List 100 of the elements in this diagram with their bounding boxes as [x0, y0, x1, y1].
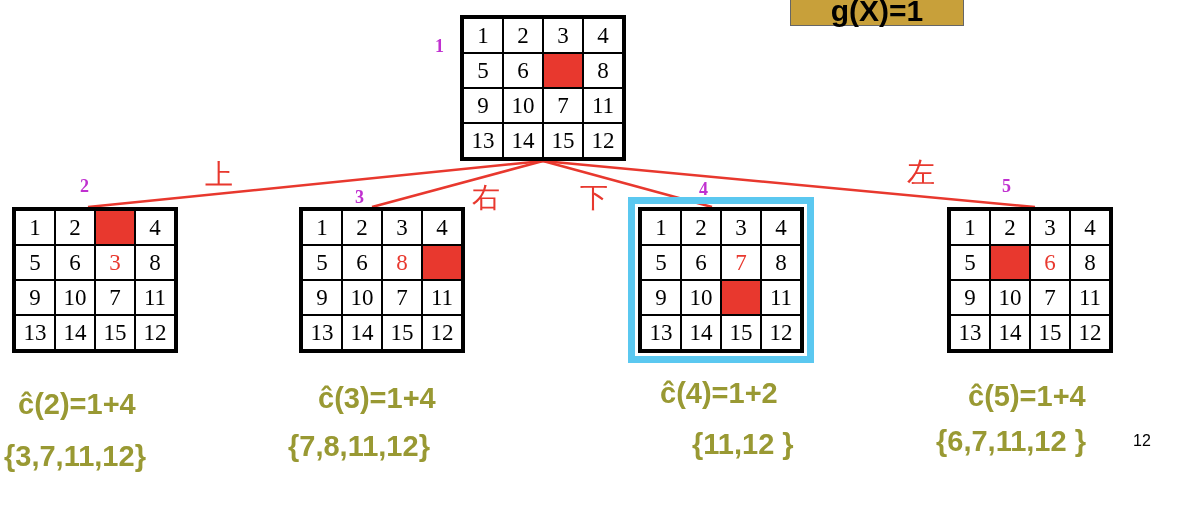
tile: 7 — [543, 88, 583, 123]
tile: 2 — [990, 210, 1030, 245]
tile: 9 — [641, 280, 681, 315]
tile-set: {11,12 } — [692, 428, 794, 461]
tile: 1 — [302, 210, 342, 245]
tree-edge — [371, 159, 544, 209]
cost-formula: ĉ(4)=1+2 — [660, 377, 778, 410]
tile: 11 — [1070, 280, 1110, 315]
tile: 4 — [1070, 210, 1110, 245]
puzzle-grid — [460, 15, 626, 161]
tile: 3 — [543, 18, 583, 53]
tile: 1 — [950, 210, 990, 245]
tile: 9 — [15, 280, 55, 315]
tile: 2 — [342, 210, 382, 245]
tile: 13 — [950, 315, 990, 350]
edge-label: 左 — [907, 158, 935, 188]
tile: 13 — [641, 315, 681, 350]
tile: 15 — [1030, 315, 1070, 350]
tile: 14 — [55, 315, 95, 350]
tile: 13 — [463, 123, 503, 158]
empty-tile — [95, 210, 135, 245]
empty-tile — [543, 53, 583, 88]
tree-edge — [542, 159, 713, 209]
tile: 12 — [422, 315, 462, 350]
tile: 3 — [95, 245, 135, 280]
tree-edge — [542, 159, 1036, 209]
tile: 7 — [1030, 280, 1070, 315]
puzzle-grid — [299, 207, 465, 353]
tile: 10 — [503, 88, 543, 123]
cost-formula: ĉ(5)=1+4 — [968, 380, 1086, 413]
tile: 5 — [15, 245, 55, 280]
tile: 3 — [1030, 210, 1070, 245]
tile: 10 — [55, 280, 95, 315]
tile: 8 — [382, 245, 422, 280]
node-number: 4 — [699, 179, 708, 200]
edge-label: 下 — [580, 183, 608, 213]
tile: 5 — [302, 245, 342, 280]
tile: 15 — [95, 315, 135, 350]
tile: 2 — [681, 210, 721, 245]
tile: 9 — [302, 280, 342, 315]
tile: 6 — [342, 245, 382, 280]
tile: 8 — [761, 245, 801, 280]
tile: 2 — [503, 18, 543, 53]
tile-set: {7,8,11,12} — [288, 430, 430, 463]
tile: 11 — [583, 88, 623, 123]
tile: 12 — [1070, 315, 1110, 350]
tile: 5 — [463, 53, 503, 88]
tile: 2 — [55, 210, 95, 245]
tile: 3 — [721, 210, 761, 245]
tile: 9 — [463, 88, 503, 123]
cost-formula: ĉ(2)=1+4 — [18, 388, 136, 421]
tile: 11 — [422, 280, 462, 315]
tile: 6 — [681, 245, 721, 280]
tile: 14 — [503, 123, 543, 158]
tile: 8 — [1070, 245, 1110, 280]
tile: 7 — [382, 280, 422, 315]
tile: 4 — [422, 210, 462, 245]
tile: 1 — [463, 18, 503, 53]
node-number: 2 — [80, 176, 89, 197]
tile: 7 — [721, 245, 761, 280]
puzzle-grid — [638, 207, 804, 353]
tile: 12 — [135, 315, 175, 350]
tile: 8 — [135, 245, 175, 280]
tile: 10 — [990, 280, 1030, 315]
tile-set: {3,7,11,12} — [4, 440, 146, 473]
node-number: 1 — [435, 36, 444, 57]
tile: 14 — [342, 315, 382, 350]
tile: 4 — [135, 210, 175, 245]
tile: 14 — [990, 315, 1030, 350]
edge-label: 上 — [205, 160, 233, 190]
tile: 5 — [641, 245, 681, 280]
tile: 13 — [302, 315, 342, 350]
tile: 4 — [583, 18, 623, 53]
tile: 10 — [681, 280, 721, 315]
page-number: 12 — [1133, 432, 1151, 450]
empty-tile — [990, 245, 1030, 280]
tile: 8 — [583, 53, 623, 88]
cost-formula: ĉ(3)=1+4 — [318, 382, 436, 415]
tile: 15 — [721, 315, 761, 350]
tile: 11 — [761, 280, 801, 315]
tile: 13 — [15, 315, 55, 350]
tile: 14 — [681, 315, 721, 350]
tile-set: {6,7,11,12 } — [936, 425, 1086, 458]
formula-banner: g(X)=1 — [790, 0, 964, 26]
empty-tile — [721, 280, 761, 315]
tile: 9 — [950, 280, 990, 315]
puzzle-grid — [947, 207, 1113, 353]
tile: 6 — [503, 53, 543, 88]
edge-label: 右 — [472, 183, 500, 213]
tile: 6 — [55, 245, 95, 280]
tile: 12 — [761, 315, 801, 350]
tile: 15 — [382, 315, 422, 350]
tile: 3 — [382, 210, 422, 245]
tile: 6 — [1030, 245, 1070, 280]
tile: 7 — [95, 280, 135, 315]
tile: 11 — [135, 280, 175, 315]
tile: 1 — [15, 210, 55, 245]
tile: 4 — [761, 210, 801, 245]
empty-tile — [422, 245, 462, 280]
tile: 5 — [950, 245, 990, 280]
